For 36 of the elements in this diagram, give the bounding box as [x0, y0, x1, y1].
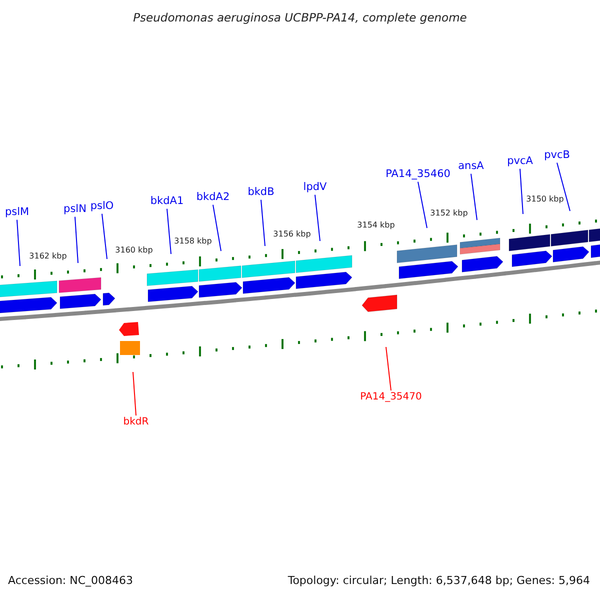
gene-label: pslM [4, 207, 30, 219]
leader-line [520, 168, 524, 214]
leader-line [314, 194, 320, 242]
scale-label: 3160 kbp [115, 246, 153, 256]
map-title: Pseudomonas aeruginosa UCBPP-PA14, complete genome [133, 12, 467, 24]
gene-label: pslO [90, 201, 114, 213]
gene-label: bkdA1 [150, 196, 184, 208]
leader-line [212, 204, 222, 252]
leader-line [16, 219, 20, 266]
gene-label: lpdV [303, 182, 327, 194]
leader-line [470, 173, 478, 220]
scale-label: 3162 kbp [29, 252, 67, 262]
scale-label: 3156 kbp [273, 230, 311, 240]
gene-label: pvcB [544, 150, 570, 162]
leader-line [556, 162, 570, 212]
leader-line [166, 208, 172, 254]
scale-label: 3158 kbp [174, 238, 212, 246]
gene-label: ansA [458, 161, 484, 173]
footer-text: Accession: NC_008463 [8, 574, 134, 588]
leader-line [74, 216, 78, 264]
scale-label: 3150 kbp [526, 196, 564, 204]
footer-text: Topology: circular; Length: 6,537,648 bp; Genes: 5,964 [288, 574, 590, 588]
scale-label: 3154 kbp [357, 222, 395, 230]
gene-label: bkdA2 [196, 192, 230, 204]
gene-label: PA14_35470 [360, 392, 422, 402]
scale-label: 3152 kbp [430, 210, 468, 218]
gene-label: bkdB [248, 187, 274, 199]
gene-label: bkdR [123, 416, 149, 428]
leader-line [102, 213, 108, 260]
gene-label: pslN [64, 204, 86, 216]
gene-label: pvcA [507, 156, 533, 168]
leader-line [386, 346, 392, 391]
leader-line [132, 372, 136, 416]
gene-label: PA14_35460 [386, 169, 450, 181]
leader-line [418, 181, 428, 228]
leader-line [260, 199, 266, 246]
